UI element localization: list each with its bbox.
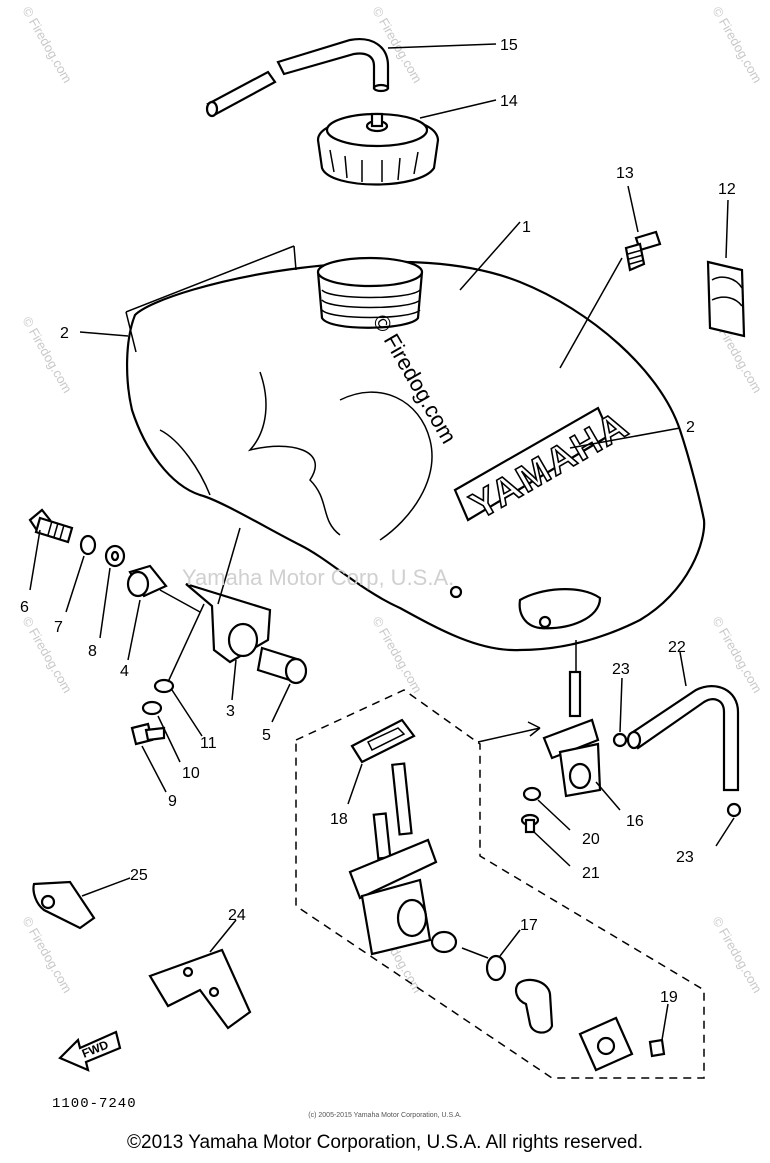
callout-12: 12 xyxy=(718,181,736,198)
part-6-bolt xyxy=(28,508,74,591)
watermark-right-4: © Firedog.com xyxy=(709,914,765,996)
callout-22: 22 xyxy=(668,639,686,656)
part-21-screw xyxy=(520,813,571,867)
callout-13: 13 xyxy=(616,165,634,182)
part-1-fuel-tank: YAMAHA xyxy=(126,221,706,652)
callout-numbers: 1 2 2 3 4 5 6 7 8 9 10 11 12 13 14 15 16… xyxy=(20,37,736,1006)
part-15-hose xyxy=(205,38,497,118)
part-2-emblem xyxy=(79,245,681,449)
part-10-washer xyxy=(141,700,181,763)
callout-11: 11 xyxy=(200,735,217,752)
callout-2-right: 2 xyxy=(686,419,695,436)
callout-20: 20 xyxy=(582,831,600,848)
callout-1: 1 xyxy=(522,219,531,236)
part-12-damper xyxy=(706,199,746,338)
copyright-notice: ©2013 Yamaha Motor Corporation, U.S.A. A… xyxy=(127,1132,643,1153)
part-14-fuel-cap xyxy=(316,99,497,186)
callout-18: 18 xyxy=(330,811,348,828)
part-25-guide xyxy=(32,877,131,930)
part-7-washer xyxy=(65,534,97,613)
part-20-washer xyxy=(522,786,571,831)
callout-14: 14 xyxy=(500,93,518,110)
part-18-gasket xyxy=(347,718,416,805)
callout-9: 9 xyxy=(168,793,177,810)
part-16-petcock xyxy=(542,640,621,811)
callout-7: 7 xyxy=(54,619,63,636)
part-22-hose xyxy=(626,651,740,792)
callout-15: 15 xyxy=(500,37,518,54)
drawing-number: 1100-7240 xyxy=(52,1096,137,1112)
valve-body-exploded xyxy=(348,762,634,1072)
callout-24: 24 xyxy=(228,907,246,924)
callout-19: 19 xyxy=(660,989,678,1006)
part-8-washer xyxy=(99,544,126,639)
overlay-watermark: Yamaha Motor Corp, U.S.A. xyxy=(182,565,454,590)
part-11-clip xyxy=(153,603,205,737)
fwd-arrow-icon: FWD xyxy=(58,1030,122,1072)
callout-21: 21 xyxy=(582,865,600,882)
callout-4: 4 xyxy=(120,663,129,680)
part-9-bolt xyxy=(130,722,167,793)
callout-3: 3 xyxy=(226,703,235,720)
part-3-bracket xyxy=(185,527,272,701)
watermark-left-3: © Firedog.com xyxy=(19,614,75,696)
callout-23-top: 23 xyxy=(612,661,630,678)
watermark-right-3: © Firedog.com xyxy=(709,614,765,696)
part-5-collar xyxy=(256,646,308,723)
callout-23-bottom: 23 xyxy=(676,849,694,866)
callout-17: 17 xyxy=(520,917,538,934)
callout-10: 10 xyxy=(182,765,200,782)
callout-16: 16 xyxy=(626,813,644,830)
watermark-mid-2: © Firedog.com xyxy=(369,614,425,696)
callout-6: 6 xyxy=(20,599,29,616)
part-4-damper xyxy=(126,564,201,661)
watermark-left-1: © Firedog.com xyxy=(19,4,75,86)
part-24-bracket xyxy=(148,919,252,1030)
watermark-right-1: © Firedog.com xyxy=(709,4,765,86)
part-19-screw xyxy=(648,1003,669,1058)
callout-8: 8 xyxy=(88,643,97,660)
part-13-bolt xyxy=(624,185,662,272)
callout-2-left: 2 xyxy=(60,325,69,342)
part-23-clip xyxy=(612,677,742,847)
callout-5: 5 xyxy=(262,727,271,744)
callout-25: 25 xyxy=(130,867,148,884)
small-copyright: (c) 2005-2015 Yamaha Motor Corporation, … xyxy=(308,1112,462,1119)
watermark-left-4: © Firedog.com xyxy=(19,914,75,996)
